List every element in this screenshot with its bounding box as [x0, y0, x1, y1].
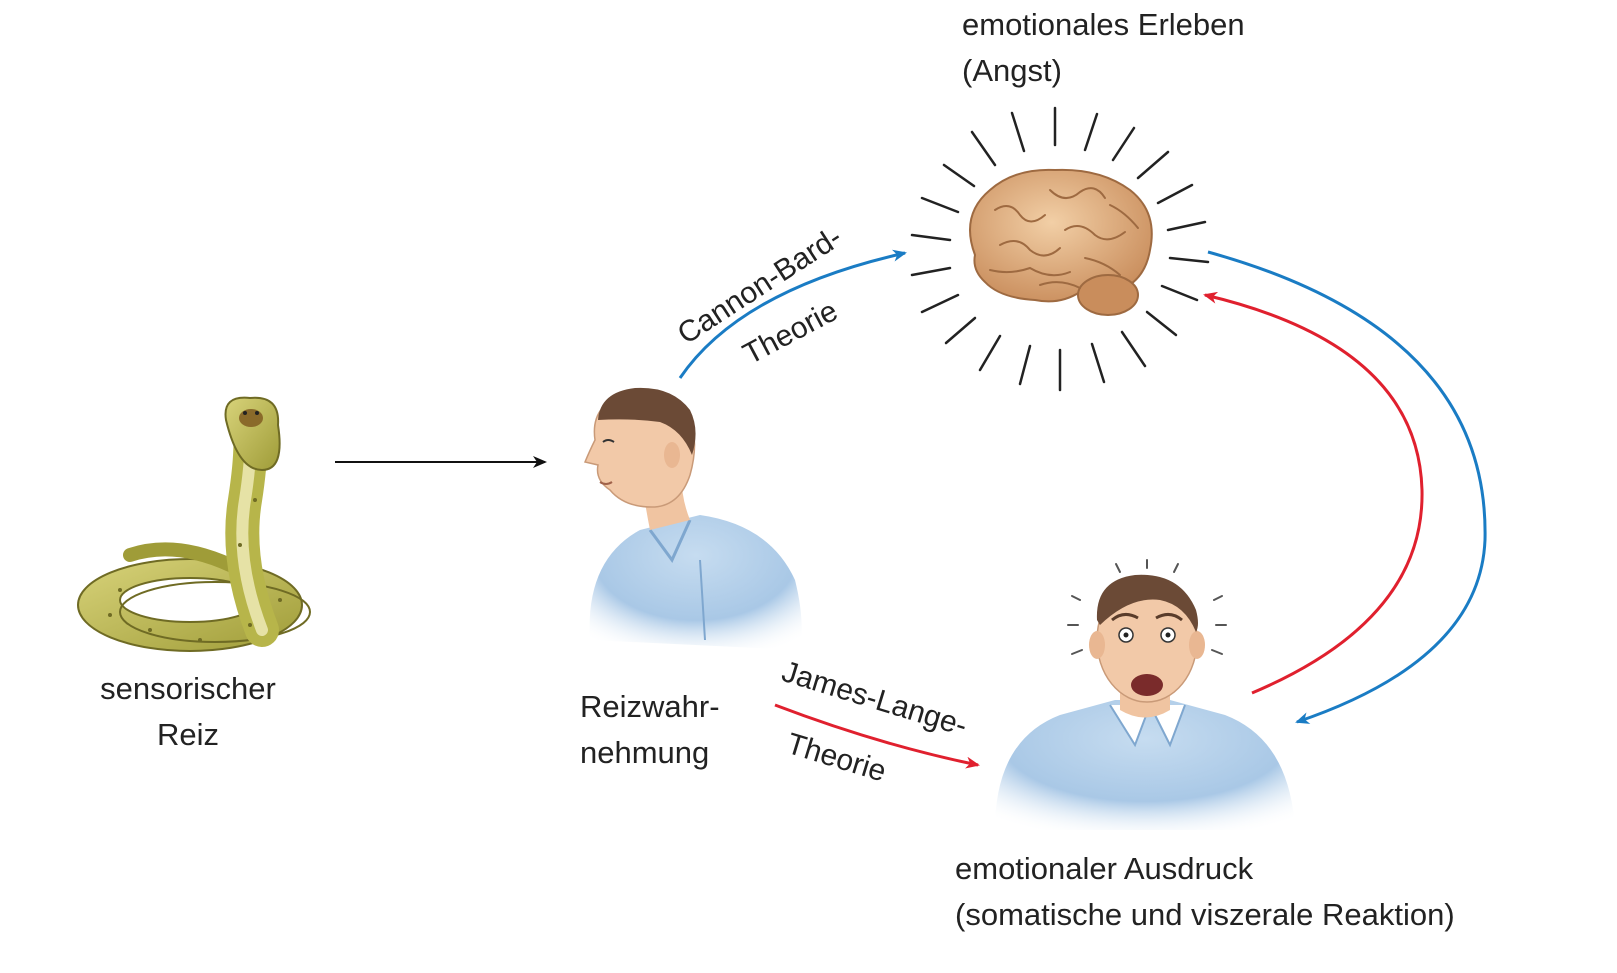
cobra-snake-icon: [78, 398, 310, 651]
calm-man-icon: [585, 388, 802, 650]
experience-label-line2: (Angst): [962, 48, 1245, 94]
expression-label: emotionaler Ausdruck (somatische und vis…: [955, 846, 1455, 938]
james-lange-label: James-Lange- Theorie: [778, 655, 971, 788]
james-lange-label-line1: James-Lange-: [778, 655, 971, 743]
james-lange-arrow-to-brain: [1205, 295, 1422, 693]
cannon-bard-label: Cannon-Bard- Theorie: [672, 221, 848, 372]
james-lange-label-line2: Theorie: [783, 727, 890, 788]
frightened-man-icon: [995, 560, 1295, 830]
expression-label-line1: emotionaler Ausdruck: [955, 846, 1455, 892]
perception-label-line1: Reizwahr-: [580, 684, 720, 730]
perception-label-line2: nehmung: [580, 730, 720, 776]
cannon-bard-arrow-to-expression: [1208, 252, 1485, 722]
stimulus-label-line1: sensorischer: [88, 666, 288, 712]
glowing-brain-icon: [912, 108, 1208, 390]
stimulus-label-line2: Reiz: [88, 712, 288, 758]
expression-label-line2: (somatische und viszerale Reaktion): [955, 892, 1455, 938]
perception-label: Reizwahr- nehmung: [580, 684, 720, 776]
experience-label: emotionales Erleben (Angst): [962, 2, 1245, 94]
stimulus-label: sensorischer Reiz: [88, 666, 288, 758]
experience-label-line1: emotionales Erleben: [962, 2, 1245, 48]
